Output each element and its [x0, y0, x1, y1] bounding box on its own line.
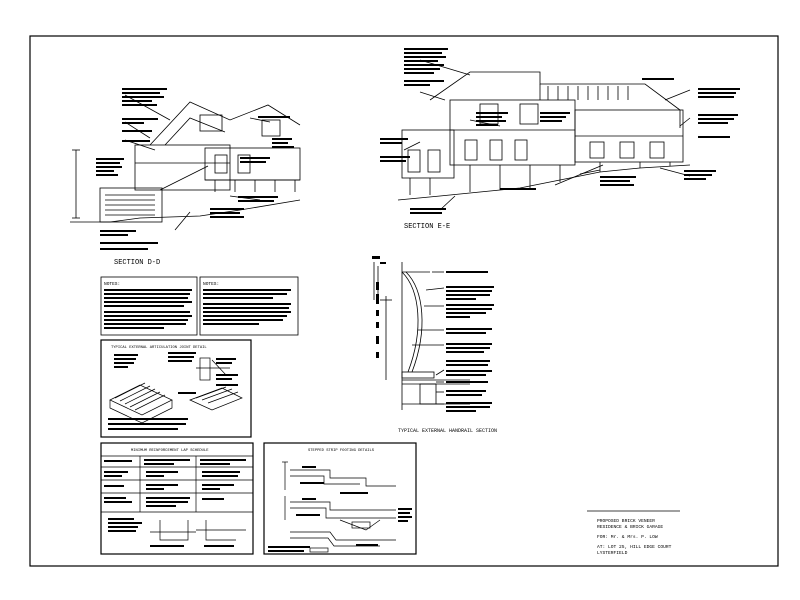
title-line-1: PROPOSED BRICK VENEER [597, 518, 655, 524]
notes-right-box: NOTES: [199, 276, 299, 336]
section-ee-drawing [397, 59, 691, 211]
title-line-3: FOR: Mr. & Mrs. P. LOW [597, 534, 658, 540]
handrail-section [373, 262, 470, 410]
sheet-border [29, 35, 779, 567]
articulation-title: TYPICAL EXTERNAL ARTICULATION JOINT DETA… [111, 346, 207, 350]
handrail-notes [372, 256, 494, 412]
notes-left-heading: NOTES: [104, 281, 120, 287]
articulation-joint-detail: TYPICAL EXTERNAL ARTICULATION JOINT DETA… [100, 339, 252, 438]
title-line-2: RESIDENCE & BRICK GARAGE [597, 524, 663, 530]
handrail-label: TYPICAL EXTERNAL HANDRAIL SECTION [398, 428, 497, 434]
notes-right-heading: NOTES: [203, 281, 219, 287]
section-dd-notes [96, 88, 294, 250]
stepped-footing-title: STEPPED STRIP FOOTING DETAILS [308, 449, 375, 453]
section-ee-label: SECTION E-E [404, 223, 450, 231]
title-line-4: AT: LOT 25, HILL EDGE COURT [597, 544, 672, 550]
title-line-5: LYSTERFIELD [597, 550, 628, 556]
section-dd-label: SECTION D-D [114, 259, 160, 267]
lap-schedule: MINIMUM REINFORCEMENT LAP SCHEDULE [100, 442, 254, 555]
title-block: PROPOSED BRICK VENEER RESIDENCE & BRICK … [587, 510, 680, 556]
stepped-footing-details: STEPPED STRIP FOOTING DETAILS [263, 442, 417, 555]
lap-schedule-title: MINIMUM REINFORCEMENT LAP SCHEDULE [131, 449, 209, 453]
section-dd-drawing [70, 94, 301, 231]
notes-left-box: NOTES: [100, 276, 198, 336]
section-ee-notes [380, 48, 740, 214]
